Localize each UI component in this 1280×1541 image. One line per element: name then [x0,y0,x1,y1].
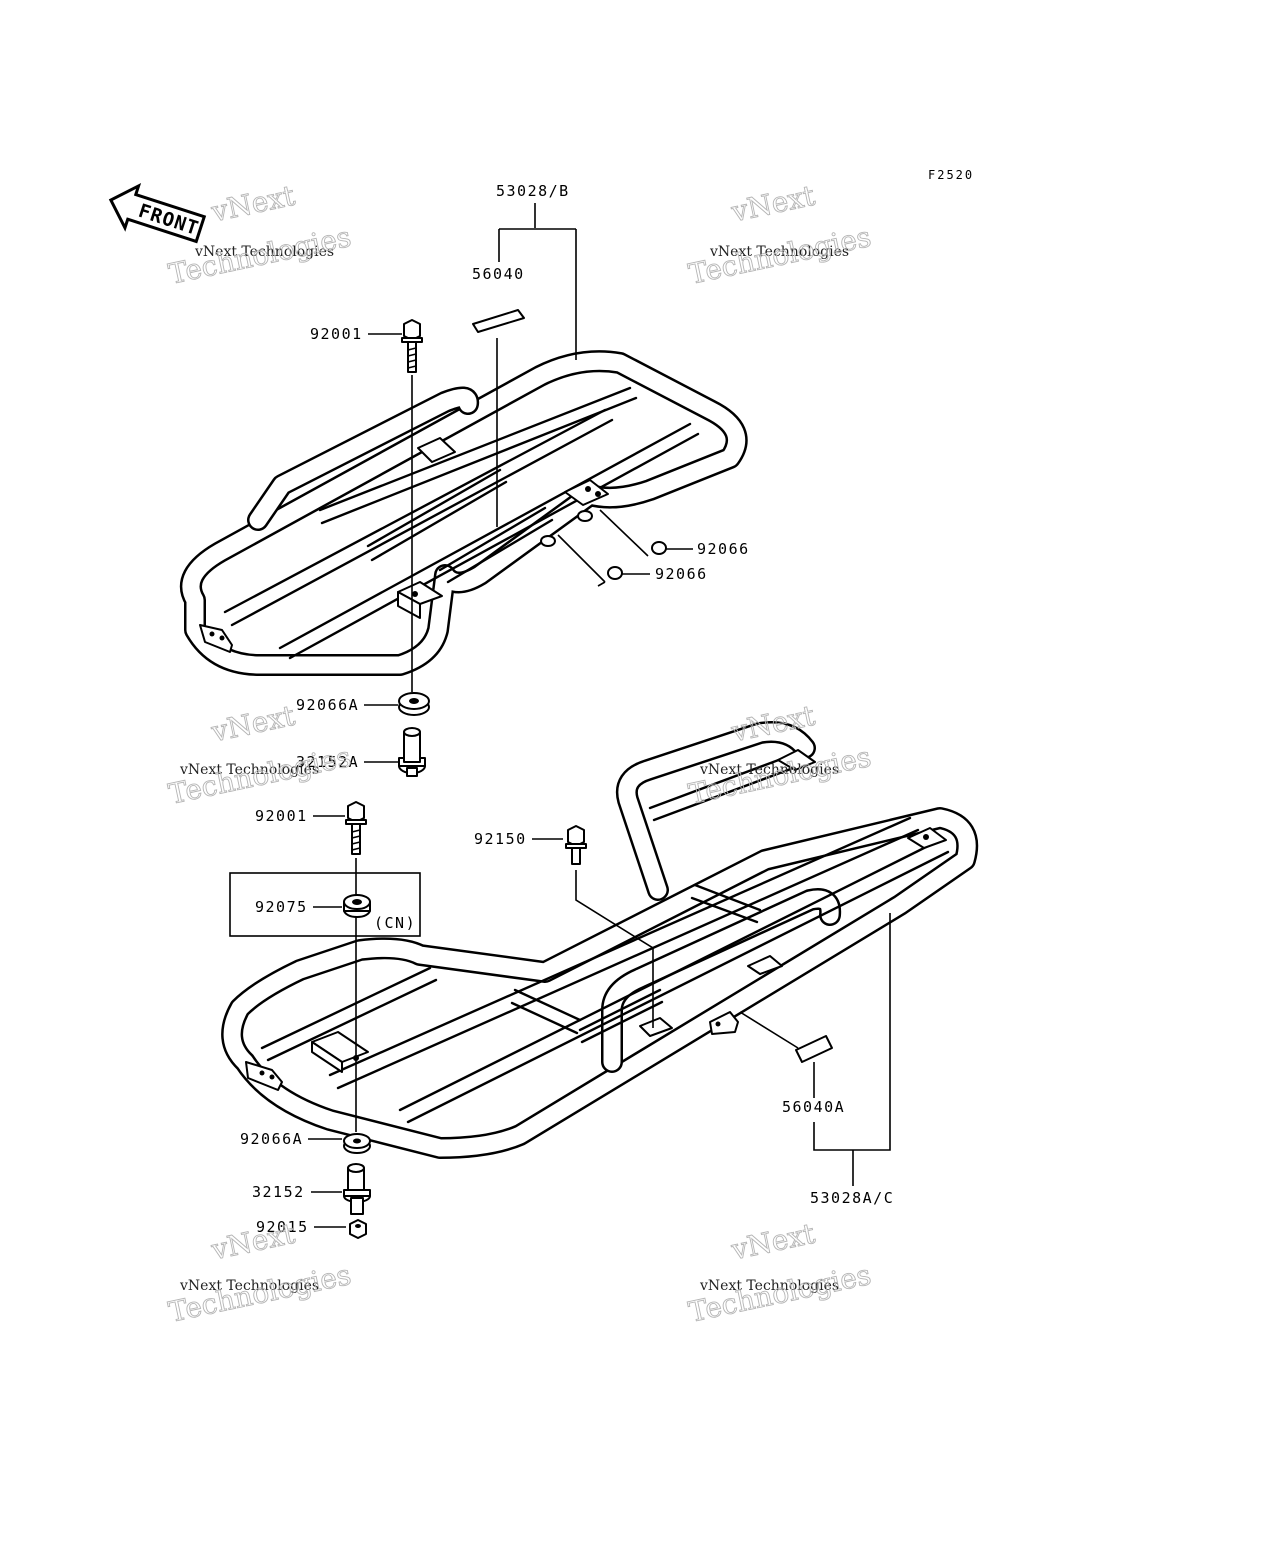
label-92066-upper: 92066 [697,540,750,558]
rear-carrier-rack [221,721,979,1159]
svg-text:Technologies: Technologies [166,1258,354,1329]
svg-text:Technologies: Technologies [166,740,354,811]
bolt-92001-top [401,319,423,373]
svg-text:vNext: vNext [208,1217,299,1267]
nut-92015 [349,1219,367,1239]
svg-text:vNext Technologies: vNext Technologies [194,244,334,260]
svg-text:vNext: vNext [208,179,299,229]
grommet-92066-upper [651,541,667,555]
label-92066-lower: 92066 [655,565,708,583]
svg-text:vNext Technologies: vNext Technologies [179,1278,319,1294]
label-cn: (CN) [374,914,416,932]
svg-text:vNext: vNext [728,179,819,229]
label-92001-bottom: 92001 [255,807,308,825]
svg-text:vNext Technologies: vNext Technologies [709,244,849,260]
label-32152a: 32152A [296,753,359,771]
figure-code: F2520 [928,168,974,182]
label-92066a-top: 92066A [296,696,359,714]
label-56040a: 56040A [782,1098,845,1116]
label-92015: 92015 [256,1218,309,1236]
damper-92075 [343,894,371,918]
watermark-bottom-right: vNext vNext Technologies Technologies [685,1216,874,1329]
washer-92066a-bottom [343,1133,371,1154]
label-53028b: 53028/B [496,182,570,200]
bolt-92001-bottom [345,801,367,855]
svg-text:Technologies: Technologies [686,220,874,291]
label-32152: 32152 [252,1183,305,1201]
label-56040: 56040 [472,265,525,283]
front-arrow-icon: FRONT [108,182,207,244]
svg-text:vNext: vNext [208,699,299,749]
grommet-92066-lower [607,566,623,580]
front-carrier-rack [180,350,748,676]
svg-text:vNext Technologies: vNext Technologies [699,762,839,778]
svg-text:vNext: vNext [728,1217,819,1267]
svg-text:vNext Technologies: vNext Technologies [179,762,319,778]
bolt-92150 [565,825,587,865]
watermark-bottom-left: vNext vNext Technologies Technologies [165,1216,354,1329]
washer-92066a-top [398,692,430,716]
cn-box [229,872,421,937]
svg-text:Technologies: Technologies [686,1258,874,1329]
decal-56040 [472,309,525,333]
decal-56040a [795,1035,833,1063]
svg-text:vNext Technologies: vNext Technologies [699,1278,839,1294]
label-92001-top: 92001 [310,325,363,343]
collar-32152 [343,1163,371,1215]
watermark-top-right: vNext vNext Technologies Technologies [685,178,874,291]
label-92066a-bottom: 92066A [240,1130,303,1148]
label-92150: 92150 [474,830,527,848]
label-53028ac: 53028A/C [810,1189,894,1207]
collar-32152a [398,727,426,777]
label-92075: 92075 [255,898,308,916]
